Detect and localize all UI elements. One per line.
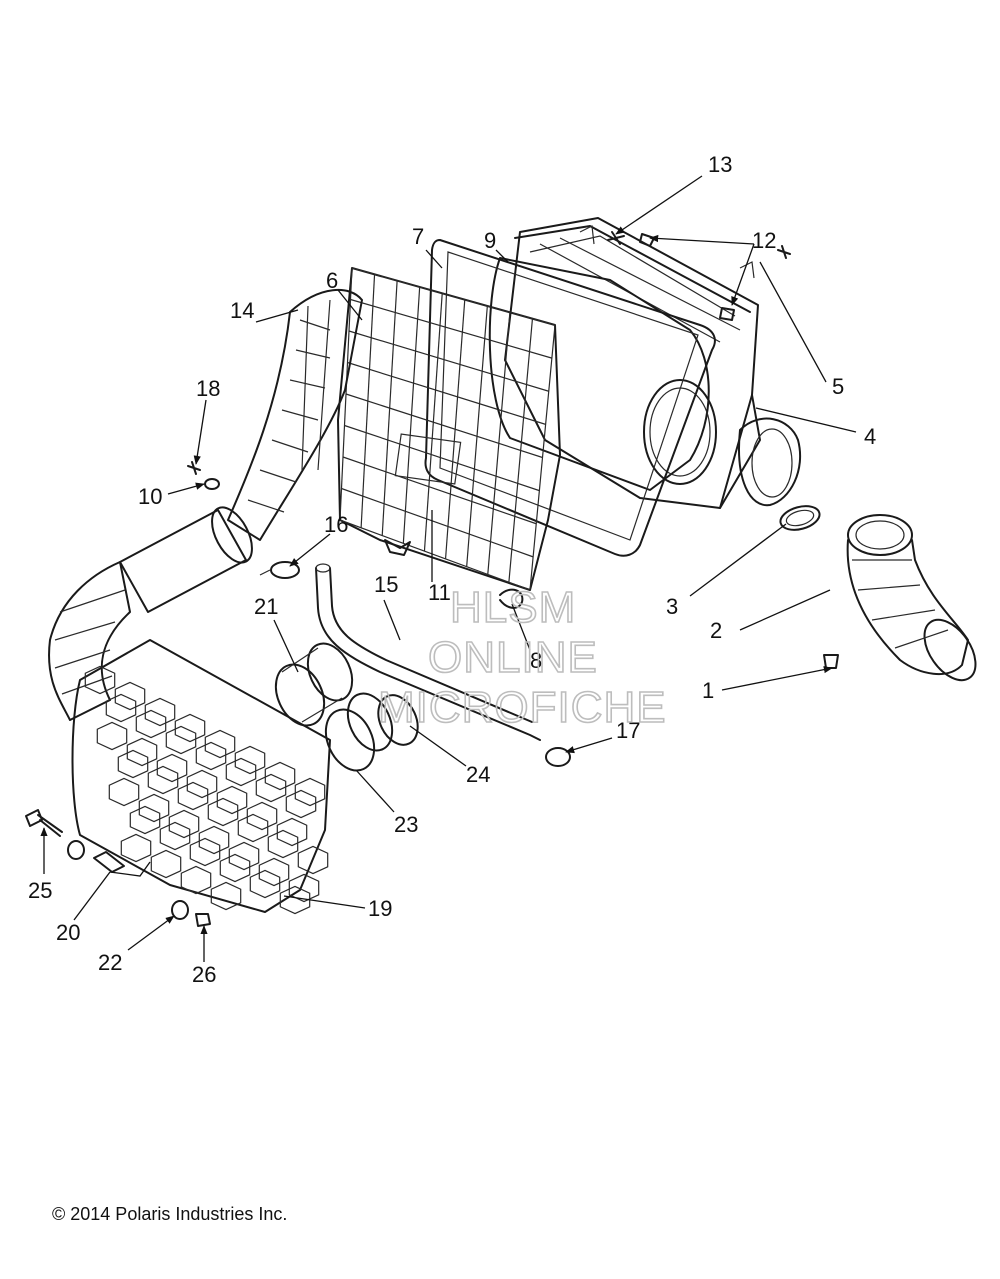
- bushing-20a: [67, 840, 85, 860]
- callout-9: 9: [484, 228, 496, 253]
- spacer-20: [93, 851, 125, 873]
- clamp-16: [259, 561, 300, 579]
- callout-17: 17: [616, 718, 640, 743]
- callout-13: 13: [708, 152, 732, 177]
- clamp-24: [377, 694, 419, 746]
- callout-25: 25: [28, 878, 52, 903]
- leader-lines: [40, 175, 857, 962]
- copyright-notice: © 2014 Polaris Industries Inc.: [52, 1204, 288, 1224]
- callout-5: 5: [832, 374, 844, 399]
- intake-tube: [48, 506, 253, 721]
- drain-hose: [315, 563, 541, 741]
- washer-10: [204, 478, 220, 490]
- grommet-1: [823, 654, 839, 669]
- clamp-3-inner: [785, 509, 815, 527]
- watermark: HLSM ONLINE MICROFICHE: [377, 582, 667, 733]
- clamp-3: [779, 505, 821, 531]
- callout-26: 26: [192, 962, 216, 987]
- callout-23: 23: [394, 812, 418, 837]
- callout-12: 12: [752, 228, 776, 253]
- watermark-line-1: HLSM: [450, 583, 576, 632]
- bolt-25: [25, 809, 63, 837]
- airbox-cover: [337, 267, 561, 591]
- callout-6: 6: [326, 268, 338, 293]
- callout-16: 16: [324, 512, 348, 537]
- bushing-22: [171, 900, 189, 920]
- latch: [384, 539, 411, 556]
- callout-22: 22: [98, 950, 122, 975]
- callout-18: 18: [196, 376, 220, 401]
- lower-airbox: [71, 639, 331, 915]
- filter-seal-gasket: [424, 239, 716, 557]
- coupler-21: [274, 642, 354, 727]
- screw-18: [187, 461, 201, 475]
- callout-19: 19: [368, 896, 392, 921]
- hose-cap: [545, 747, 571, 767]
- screw-13: [607, 231, 625, 245]
- callout-1: 1: [702, 678, 714, 703]
- intake-duct-upper: [227, 288, 363, 541]
- callout-4: 4: [864, 424, 876, 449]
- watermark-line-3: MICROFICHE: [378, 683, 667, 732]
- callout-10: 10: [138, 484, 162, 509]
- screw-5: [777, 245, 791, 259]
- clip-8: [499, 588, 524, 609]
- airbox-housing: [504, 217, 802, 509]
- callout-11: 11: [428, 580, 451, 605]
- callout-20: 20: [56, 920, 80, 945]
- callout-14: 14: [230, 298, 254, 323]
- screw-12a: [639, 233, 655, 247]
- coupler-23: [324, 692, 394, 772]
- watermark-line-2: ONLINE: [428, 633, 598, 682]
- callouts: 13 12 7 9 6 14 5 4 18 10 16 11 15 8 3 2 …: [28, 152, 876, 987]
- outlet-elbow-duct: [846, 514, 977, 682]
- callout-3: 3: [666, 594, 678, 619]
- callout-24: 24: [466, 762, 490, 787]
- nut-26: [195, 913, 211, 927]
- callout-8: 8: [530, 648, 542, 673]
- callout-15: 15: [374, 572, 398, 597]
- callout-7: 7: [412, 224, 424, 249]
- screw-12b: [719, 307, 735, 321]
- callout-21: 21: [254, 594, 278, 619]
- callout-2: 2: [710, 618, 722, 643]
